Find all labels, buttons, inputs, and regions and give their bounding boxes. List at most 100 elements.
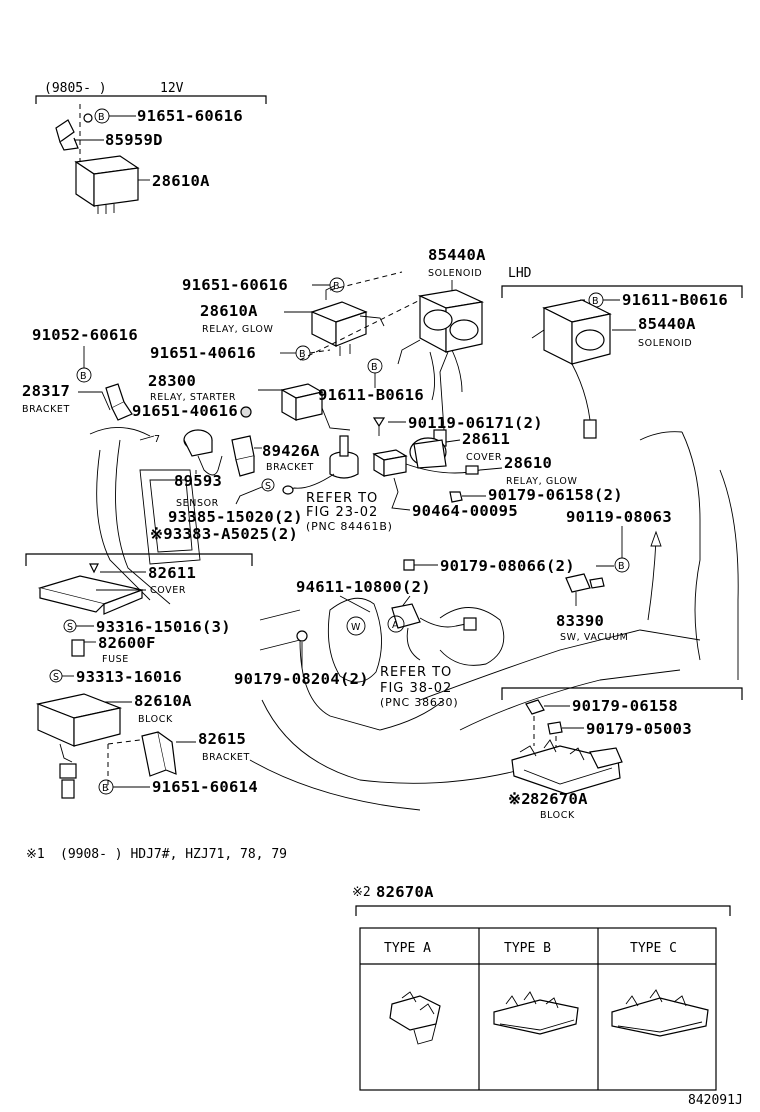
screw-06171-icon [372,417,386,428]
note1-text: (9908- ) HDJ7#, HZJ71, 78, 79 [60,847,287,862]
svg-text:B: B [333,281,340,292]
solenoid-85440a-icon [397,289,485,401]
type-table: TYPE A TYPE B TYPE C [359,927,717,1091]
type-table-frame [359,927,717,1091]
label-90179-06158: 90179-06158 [572,697,678,715]
badge-s-sensor-icon [261,478,275,492]
label-82670a: 82670A [530,790,588,808]
svg-text:B: B [80,371,87,382]
nut-06158-b-icon [525,699,545,715]
fig-23-02: FIG 23-02 [306,505,378,520]
label-93383: ※93383-A5025(2) [150,525,298,543]
nut-08066-icon [403,559,415,571]
label-82615: 82615 [198,730,246,748]
label-90179-05003: 90179-05003 [586,720,692,738]
sensor-89593-icon [183,429,223,476]
label-relay-glow2: RELAY, GLOW [506,476,578,487]
label-sw-vacuum: SW, VACUUM [560,632,628,643]
label-fuse: FUSE [102,654,129,665]
relay-starter-icon [280,383,324,422]
type-table-bracket [355,905,731,916]
svg-text:S: S [265,481,272,492]
left-lower-group: 82611 COVER S 93316-15016(3) 82600F FUSE… [25,553,258,799]
bolt-icon [83,113,93,123]
label-cover-82611: COVER [150,585,186,596]
label-91611-b0616-lhd: 91611-B0616 [622,291,728,309]
svg-text:W: W [351,622,361,633]
bracket-89426a-icon [231,435,255,477]
clip-82611-icon [89,563,99,574]
label-28611: 28611 [462,430,510,448]
bracket-85959d-icon [55,119,75,143]
note2-mark: ※2 [352,885,371,900]
type-b-block-icon [493,991,579,1035]
label-28610: 28610 [504,454,552,472]
label-91651-60614: 91651-60614 [152,778,258,796]
cover-82611-icon [37,575,145,615]
fuse-82600f-icon [71,639,85,657]
label-82670a-mark: ※2 [508,790,531,808]
badge-b-91052-icon [76,367,92,383]
label-28317: 28317 [22,382,70,400]
label-93385: 93385-15020(2) [168,508,303,526]
lhd-label: LHD [508,266,532,281]
label-85440a-lhd: 85440A [638,315,696,333]
ref-arrow-icon [139,435,155,441]
harness-plug-icon: A [387,603,477,661]
main-group: 85440A SOLENOID LHD B 91611-B0616 85440A… [22,246,743,811]
top-left-group: (9805- ) 12V B 91651-60616 85959D 28610A [35,81,267,214]
label-bracket-82615: BRACKET [202,752,250,763]
label-89593: 89593 [174,472,222,490]
svg-text:B: B [618,561,625,572]
badge-b-mid-icon [329,277,345,293]
label-90179-08066: 90179-08066(2) [440,557,575,575]
solenoid-lhd-icon [531,299,612,439]
nut-06158-icon [449,491,463,503]
svg-text:7: 7 [154,434,161,445]
label-91611-b0616-mid: 91611-B0616 [318,386,424,404]
block-82610a-icon [35,693,123,799]
badge-b-text: B [98,112,105,123]
label-91052-60616: 91052-60616 [32,326,138,344]
relay-28610-icon [372,449,481,478]
label-85959d: 85959D [105,131,163,149]
svg-text:B: B [102,783,109,794]
label-cover-28611: COVER [466,452,502,463]
label-83390: 83390 [556,612,604,630]
label-82600f: 82600F [98,634,156,652]
type-a-header: TYPE A [384,941,431,956]
label-90464: 90464-00095 [412,502,518,520]
label-93313: 93313-16016 [76,668,182,686]
fig-38-02: FIG 38-02 [380,681,452,696]
pnc-38630: (PNC 38630) [380,696,458,709]
figure-id: 842091J [688,1093,743,1108]
refer-to-38: REFER TO [380,665,452,680]
footnotes: ※1 (9908- ) HDJ7#, HZJ71, 78, 79 ※2 8267… [26,847,731,916]
label-28610a-mid: 28610A [200,302,258,320]
engine-housing-icon: W [89,427,739,811]
label-bracket-89426a: BRACKET [266,462,314,473]
label-91651-40616-b: 91651-40616 [132,402,238,420]
label-91651-60616-top: 91651-60616 [137,107,243,125]
label-sensor: SENSOR [176,498,219,509]
svg-text:B: B [371,362,378,373]
label-82611: 82611 [148,564,196,582]
label-solenoid-main: SOLENOID [428,268,482,279]
badge-b-08063-icon [614,557,630,573]
label-relay-glow: RELAY, GLOW [202,324,274,335]
label-block-82670a: BLOCK [540,810,575,821]
svg-text:B: B [592,296,599,307]
type-c-block-icon [611,989,709,1037]
svg-text:S: S [67,622,74,633]
svg-text:S: S [53,672,60,683]
note2-part: 82670A [376,883,434,901]
left-lower-bracket-line [25,553,253,566]
label-91651-40616-a: 91651-40616 [150,344,256,362]
refer-to-23: REFER TO [306,491,378,506]
range-label: (9805- ) [44,81,107,96]
right-lower-bracket-line [501,687,743,700]
voltage-label: 12V [160,81,184,96]
bracket-28317-icon [105,383,133,421]
vacuum-switch-83390-icon [565,573,605,606]
